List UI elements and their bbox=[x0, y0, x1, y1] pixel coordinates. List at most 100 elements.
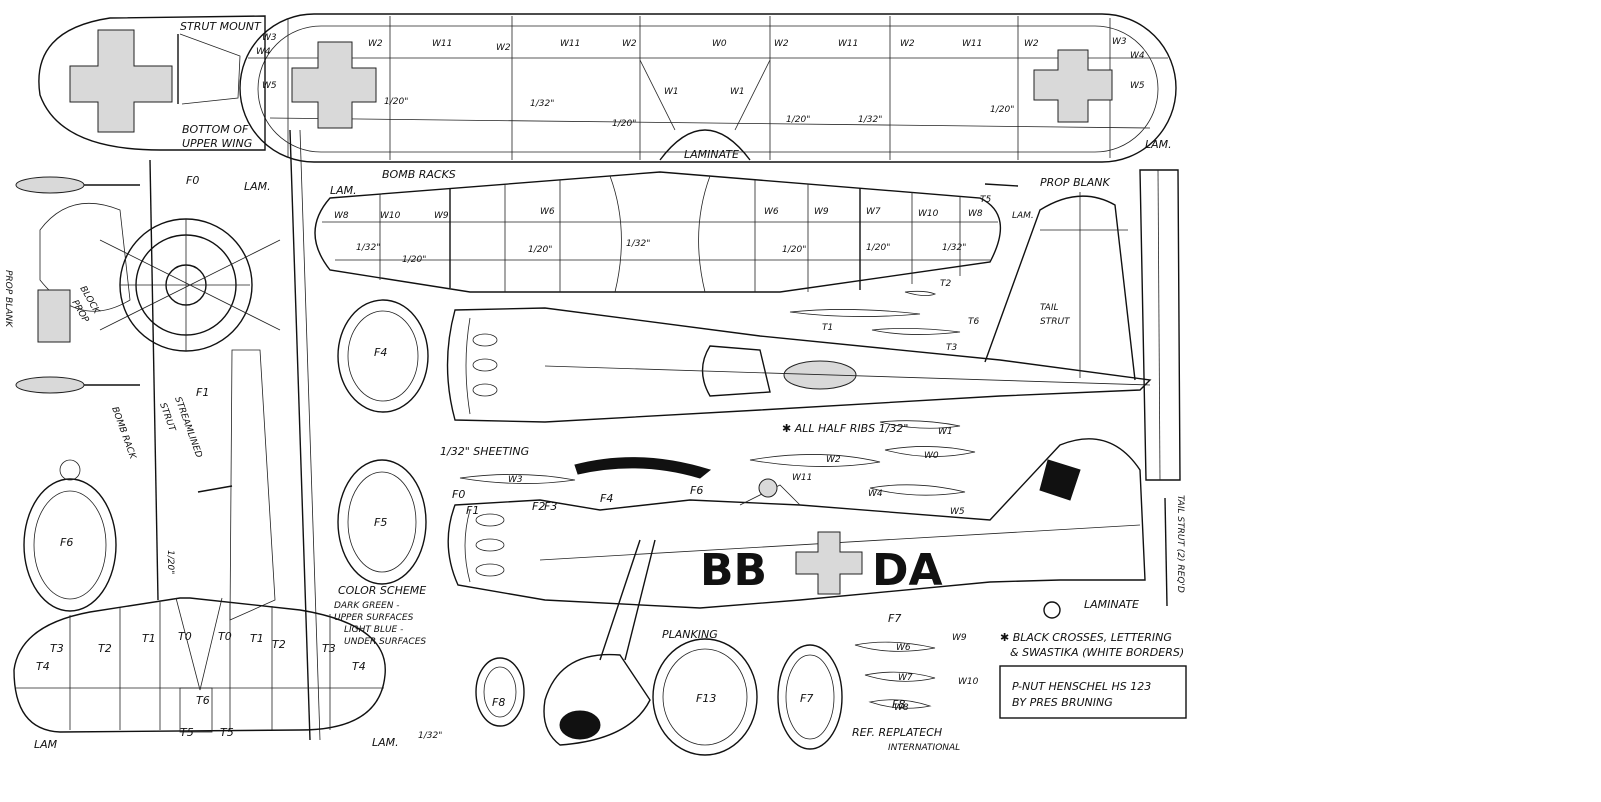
upper-wing-rib-8: W0 bbox=[712, 39, 727, 49]
dim-upper-1: 1/20" bbox=[384, 97, 408, 107]
former-10: F6 bbox=[690, 484, 703, 497]
upper-wing-rib-9: W2 bbox=[774, 39, 789, 49]
bottom-of-upper-wing-label-2: UPPER WING bbox=[182, 137, 252, 150]
dim-upper-3: 1/20" bbox=[612, 119, 636, 129]
half-ribs-note: ✱ ALL HALF RIBS 1/32" bbox=[782, 422, 908, 435]
tail-rib-0: T4 bbox=[36, 660, 50, 673]
tail-rib-6: T1 bbox=[250, 632, 264, 645]
tail-rib-5: T0 bbox=[218, 630, 232, 643]
part-3: T5 bbox=[980, 195, 991, 205]
fuselage-cross bbox=[795, 531, 863, 595]
part-9: W4 bbox=[868, 489, 883, 499]
former-13: F7 bbox=[800, 692, 813, 705]
dim-tail: 1/32" bbox=[418, 731, 442, 741]
upper-wing-rib-3: W2 bbox=[368, 39, 383, 49]
lam-label-1: LAM. bbox=[244, 180, 271, 193]
sheeting-label: 1/32" SHEETING bbox=[440, 445, 529, 458]
former-15: F8 bbox=[892, 698, 905, 711]
dim-lower-4: 1/32" bbox=[626, 239, 650, 249]
notes-line-1: ✱ BLACK CROSSES, LETTERING bbox=[1000, 631, 1172, 644]
part-4: T6 bbox=[968, 317, 979, 327]
dim-lower-3: 1/20" bbox=[528, 245, 552, 255]
lower-wing-rib-3: W6 bbox=[540, 207, 555, 217]
dim-strut: 1/20" bbox=[165, 550, 175, 574]
part-14: W9 bbox=[952, 633, 967, 643]
formers bbox=[23, 299, 843, 756]
former-7: F2 bbox=[532, 500, 545, 513]
title-line-2: BY PRES BRUNING bbox=[1012, 696, 1113, 709]
upper-wing-rib-18: W1 bbox=[730, 87, 745, 97]
former-0: F0 bbox=[186, 174, 199, 187]
lam-label-4: LAM. bbox=[1012, 211, 1034, 221]
upper-wing-rib-0: W3 bbox=[262, 33, 277, 43]
upper-wing-rib-4: W11 bbox=[432, 39, 452, 49]
color-scheme-heading: COLOR SCHEME bbox=[338, 584, 426, 597]
part-1: T2 bbox=[940, 279, 951, 289]
upper-wing-rib-13: W2 bbox=[1024, 39, 1039, 49]
part-7: W2 bbox=[826, 455, 841, 465]
tail-rib-10: T5 bbox=[180, 726, 194, 739]
dim-lower-1: 1/32" bbox=[356, 243, 380, 253]
former-9: F4 bbox=[600, 492, 613, 505]
tail-rib-12: T6 bbox=[196, 694, 210, 707]
tail-rib-4: T0 bbox=[178, 630, 192, 643]
former-3: F5 bbox=[374, 516, 387, 529]
former-14: F7 bbox=[888, 612, 901, 625]
dim-upper-6: 1/20" bbox=[990, 105, 1014, 115]
front-view bbox=[15, 129, 321, 741]
part-16: W11 bbox=[792, 473, 812, 483]
streamlined-strut-label-2: STRUT bbox=[157, 402, 177, 435]
dim-lower-5: 1/20" bbox=[782, 245, 806, 255]
strut-mount-detail bbox=[38, 15, 266, 151]
former-1: F1 bbox=[196, 386, 209, 399]
bomb-racks-label: BOMB RACKS bbox=[382, 168, 456, 181]
upper-wing-rib-17: W1 bbox=[664, 87, 679, 97]
prop-blank-side-label: PROP BLANK bbox=[3, 270, 13, 328]
tail-strut-req-label: TAIL STRUT (2) REQ'D bbox=[1175, 495, 1185, 593]
tail-rib-7: T2 bbox=[272, 638, 286, 651]
upper-wing-rib-15: W4 bbox=[1130, 51, 1145, 61]
fin-rudder-side bbox=[984, 169, 1181, 481]
color-scheme-line-1: DARK GREEN - bbox=[334, 601, 400, 611]
lower-wing-rib-7: W10 bbox=[918, 209, 939, 219]
part-2: T3 bbox=[946, 343, 957, 353]
tail-rib-9: T4 bbox=[352, 660, 366, 673]
fuselage-letters-left: BB bbox=[700, 545, 767, 596]
strut-mount-label: STRUT MOUNT bbox=[180, 20, 262, 33]
part-13: W8 bbox=[894, 703, 909, 713]
part-12: W7 bbox=[898, 673, 913, 683]
upper-wing-rib-5: W2 bbox=[496, 43, 511, 53]
laminate-label: LAMINATE bbox=[684, 148, 739, 161]
lower-wing-rib-1: W10 bbox=[380, 211, 401, 221]
laminate-label-2: LAMINATE bbox=[1084, 598, 1139, 611]
upper-wing-rib-10: W11 bbox=[838, 39, 858, 49]
dim-upper-5: 1/32" bbox=[858, 115, 882, 125]
upper-wing-rib-6: W11 bbox=[560, 39, 580, 49]
lower-wing-plan bbox=[314, 171, 1002, 293]
color-scheme-line-4: UNDER SURFACES bbox=[344, 637, 426, 647]
former-5: F0 bbox=[452, 488, 465, 501]
former-12: F13 bbox=[696, 692, 716, 705]
color-scheme-line-2: UPPER SURFACES bbox=[334, 613, 414, 623]
fuselage-letters-right: DA bbox=[872, 545, 943, 596]
dim-upper-2: 1/32" bbox=[530, 99, 554, 109]
part-0: T1 bbox=[822, 323, 833, 333]
upper-wing-rib-2: W5 bbox=[262, 81, 277, 91]
lower-wing-rib-0: W8 bbox=[334, 211, 349, 221]
tail-rib-1: T3 bbox=[50, 642, 64, 655]
upper-wing-rib-16: W5 bbox=[1130, 81, 1145, 91]
upper-wing-rib-12: W11 bbox=[962, 39, 982, 49]
bomb-rack-label: BOMB RACK bbox=[109, 406, 137, 462]
tail-rib-3: T1 bbox=[142, 632, 156, 645]
part-8: W3 bbox=[508, 475, 523, 485]
lam-label-6: LAM bbox=[34, 738, 58, 751]
upper-wing-rib-1: W4 bbox=[256, 47, 271, 57]
lower-wing-rib-6: W7 bbox=[866, 207, 881, 217]
lower-wing-rib-4: W6 bbox=[764, 207, 779, 217]
dim-lower-2: 1/20" bbox=[402, 255, 426, 265]
prop-blank-label: PROP BLANK bbox=[1040, 176, 1110, 189]
lam-label-2: LAM. bbox=[330, 184, 357, 197]
